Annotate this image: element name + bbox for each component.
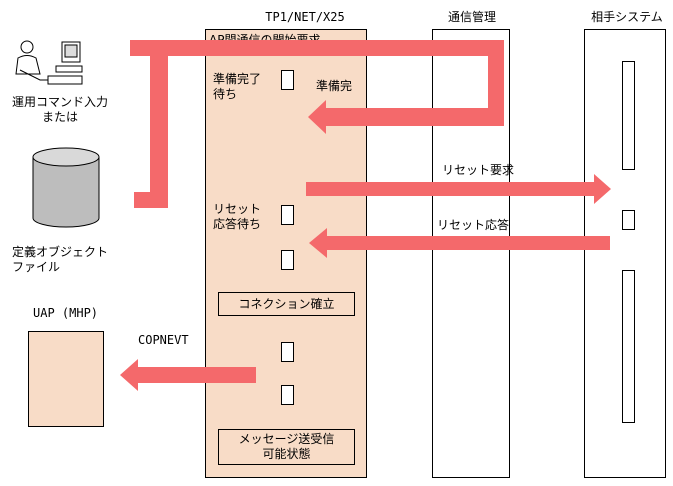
copnevt-arrow	[120, 359, 256, 391]
op-command-label: 運用コマンド入力 または	[12, 95, 109, 124]
remote-slot-1	[622, 61, 635, 170]
reset-request-label: リセット要求	[442, 163, 515, 177]
message-ready-box: メッセージ送受信 可能状態	[218, 429, 355, 465]
tp1-column-title: TP1/NET/X25	[265, 10, 345, 24]
uap-label: UAP (MHP)	[33, 306, 99, 320]
comm-column-title: 通信管理	[447, 10, 496, 24]
copnevt-label: COPNEVT	[138, 333, 189, 347]
connection-established-box: コネクション確立	[218, 292, 355, 316]
ready-wait-label: 準備完了 待ち	[213, 72, 262, 101]
remote-column-title: 相手システム	[591, 10, 663, 24]
reset-wait-label: リセット 応答待ち	[213, 202, 262, 231]
tp1-slot-copnevt	[281, 342, 294, 362]
reset-request-arrow	[306, 174, 611, 204]
operator-terminal-icon	[15, 40, 83, 85]
remote-slot-3	[622, 270, 635, 423]
ready-done-label: 準備完	[316, 79, 353, 93]
database-icon	[32, 147, 100, 228]
remote-slot-2	[622, 210, 635, 230]
command-arrow	[130, 40, 504, 134]
tp1-slot-reset-recv	[281, 250, 294, 270]
def-object-label: 定義オブジェクト ファイル	[12, 245, 109, 274]
tp1-slot-final	[281, 385, 294, 405]
reset-response-arrow	[309, 228, 610, 258]
tp1-slot-ready	[281, 70, 294, 90]
uap-box	[28, 331, 104, 427]
reset-response-label: リセット応答	[437, 218, 510, 232]
tp1-slot-reset-wait	[281, 205, 294, 225]
definition-connector	[134, 50, 168, 208]
